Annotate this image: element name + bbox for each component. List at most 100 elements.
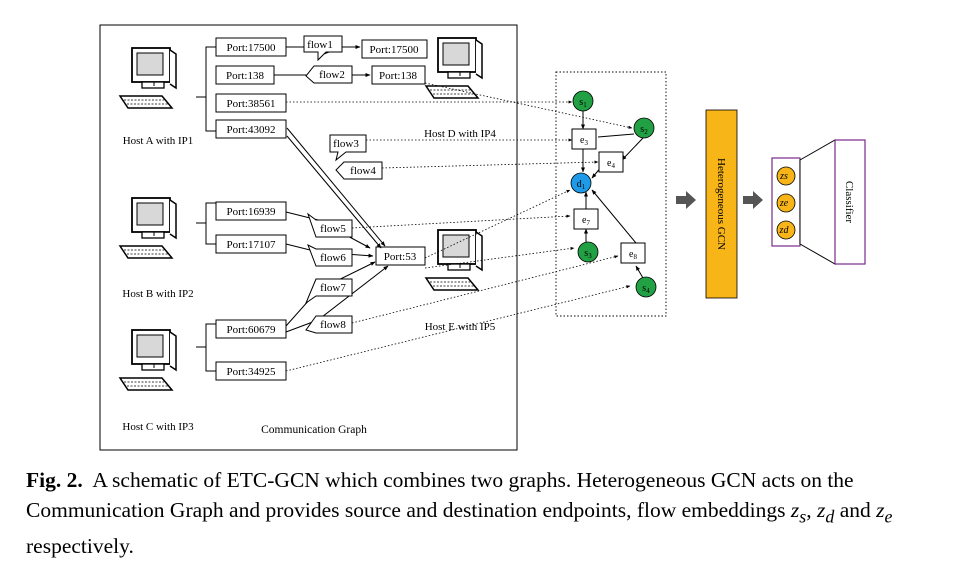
node-s3-base: s bbox=[584, 248, 588, 259]
classifier-label: Classifier bbox=[843, 181, 855, 223]
node-e7-sub: 7 bbox=[586, 219, 590, 227]
embedding-ze bbox=[776, 193, 796, 213]
port-box-a3 bbox=[215, 93, 287, 113]
heterogeneous-graph-nodes: s1 e3 s2 e4 d1 e7 s3 e8 s4 bbox=[570, 90, 657, 298]
port-label-e1: Port:53 bbox=[384, 251, 417, 263]
host-a-port-bracket bbox=[196, 46, 216, 132]
port-box-a4 bbox=[215, 119, 287, 139]
node-e4-label: e4 bbox=[607, 158, 615, 170]
node-d1 bbox=[570, 172, 592, 194]
host-e-label: Host E with IP5 bbox=[425, 321, 496, 333]
flow1-label: flow1 bbox=[307, 39, 333, 51]
node-e3-sub: 3 bbox=[584, 139, 588, 147]
host-d-label: Host D with IP4 bbox=[424, 128, 496, 140]
caption-text-1: A schematic of ETC-GCN which combines tw… bbox=[26, 468, 854, 522]
port-boxes: Port:17500 Port:138 Port:38561 Port:4309… bbox=[215, 37, 428, 381]
heterogeneous-gcn-box bbox=[705, 109, 738, 299]
node-e8-base: e bbox=[629, 249, 634, 260]
node-e7-label: e7 bbox=[582, 215, 590, 227]
embedding-nodes: zs ze zd bbox=[776, 166, 796, 240]
flow8-label: flow8 bbox=[320, 319, 346, 331]
flow8-callout bbox=[305, 315, 353, 334]
port-box-b1 bbox=[215, 201, 287, 221]
caption-zs-base: z bbox=[790, 498, 800, 522]
arrow-to-classifier-icon bbox=[743, 191, 763, 209]
node-e3-base: e bbox=[580, 135, 585, 146]
host-a-computer-icon bbox=[119, 47, 177, 109]
node-s3-sub: 3 bbox=[588, 252, 592, 260]
embedding-zs-label: zs bbox=[779, 171, 788, 182]
host-b-computer-icon bbox=[119, 197, 177, 259]
flow4-label: flow4 bbox=[350, 165, 376, 177]
node-e7-base: e bbox=[582, 215, 587, 226]
node-s4-label: s4 bbox=[642, 283, 650, 295]
node-e4 bbox=[598, 151, 624, 173]
node-e3-label: e3 bbox=[580, 135, 588, 147]
caption-math-ze: ze bbox=[876, 498, 892, 526]
host-d-computer-icon bbox=[425, 37, 483, 99]
flow3-callout bbox=[329, 134, 367, 162]
flow-labels: flow1 flow2 flow3 flow4 flow5 flow6 flow… bbox=[303, 35, 383, 334]
classifier-funnel bbox=[799, 139, 836, 265]
node-d1-base: d bbox=[577, 179, 582, 190]
host-a-label: Host A with IP1 bbox=[123, 135, 194, 147]
port-label-b2: Port:17107 bbox=[227, 239, 276, 251]
port-box-d1 bbox=[361, 39, 428, 59]
mapping-lines bbox=[285, 82, 633, 372]
caption-ze-sub: e bbox=[884, 506, 893, 527]
host-e-computer-icon bbox=[425, 229, 483, 291]
host-b-port-bracket bbox=[196, 202, 216, 245]
node-s1-label: s1 bbox=[579, 97, 587, 109]
caption-math-zs: zs bbox=[790, 498, 806, 526]
caption-zs-sub: s bbox=[799, 506, 807, 527]
node-e8 bbox=[620, 242, 646, 264]
caption-ze-base: z bbox=[876, 498, 885, 522]
node-e7 bbox=[573, 208, 599, 230]
host-b-label: Host B with IP2 bbox=[122, 288, 193, 300]
embedding-ze-label: ze bbox=[779, 198, 789, 209]
embedding-zs bbox=[776, 166, 796, 186]
node-s2-sub: 2 bbox=[644, 128, 648, 136]
port-label-d2: Port:138 bbox=[379, 70, 417, 82]
flow2-label: flow2 bbox=[319, 69, 345, 81]
node-e3 bbox=[571, 128, 597, 150]
node-e8-label: e8 bbox=[629, 249, 637, 261]
flow7-callout bbox=[304, 278, 353, 305]
flow5-label: flow5 bbox=[320, 223, 346, 235]
node-s4 bbox=[635, 276, 657, 298]
caption-text-3: respectively. bbox=[26, 534, 134, 559]
node-d1-sub: 1 bbox=[582, 183, 586, 191]
node-s4-sub: 4 bbox=[646, 287, 650, 295]
node-e4-sub: 4 bbox=[611, 162, 615, 170]
node-e8-sub: 8 bbox=[633, 253, 637, 261]
port-label-a3: Port:38561 bbox=[227, 98, 276, 110]
caption-separator: , bbox=[806, 498, 817, 522]
flow3-label: flow3 bbox=[333, 138, 359, 150]
arrow-to-gcn-icon bbox=[676, 191, 696, 209]
caption-zd-base: z bbox=[817, 498, 826, 522]
caption-zd-sub: d bbox=[825, 506, 835, 527]
figure-caption: Fig. 2. A schematic of ETC-GCN which com… bbox=[26, 465, 956, 561]
port-label-a4: Port:43092 bbox=[227, 124, 276, 136]
port-43092-to-port-53-arrow-1 bbox=[286, 127, 386, 247]
node-s4-base: s bbox=[642, 283, 646, 294]
flow1-callout bbox=[303, 35, 343, 62]
node-s1-base: s bbox=[579, 97, 583, 108]
port-label-a1: Port:17500 bbox=[227, 42, 276, 54]
host-c-port-bracket bbox=[196, 323, 216, 372]
embedding-zd-label: zd bbox=[779, 225, 790, 236]
node-s3 bbox=[577, 241, 599, 263]
node-s1-sub: 1 bbox=[583, 101, 587, 109]
node-s2-label: s2 bbox=[640, 124, 648, 136]
caption-text-2: and bbox=[834, 498, 877, 522]
node-d1-label: d1 bbox=[577, 179, 586, 191]
embedding-zd bbox=[776, 220, 796, 240]
heterogeneous-gcn-label: Heterogeneous GCN bbox=[715, 158, 727, 250]
port-label-b1: Port:16939 bbox=[227, 206, 276, 218]
figure-number: Fig. 2. bbox=[26, 468, 83, 492]
flow2-callout bbox=[305, 65, 353, 84]
node-s3-label: s3 bbox=[584, 248, 592, 260]
communication-graph-frame bbox=[99, 24, 518, 451]
host-c-label: Host C with IP3 bbox=[122, 421, 194, 433]
port-box-d2 bbox=[371, 65, 426, 85]
